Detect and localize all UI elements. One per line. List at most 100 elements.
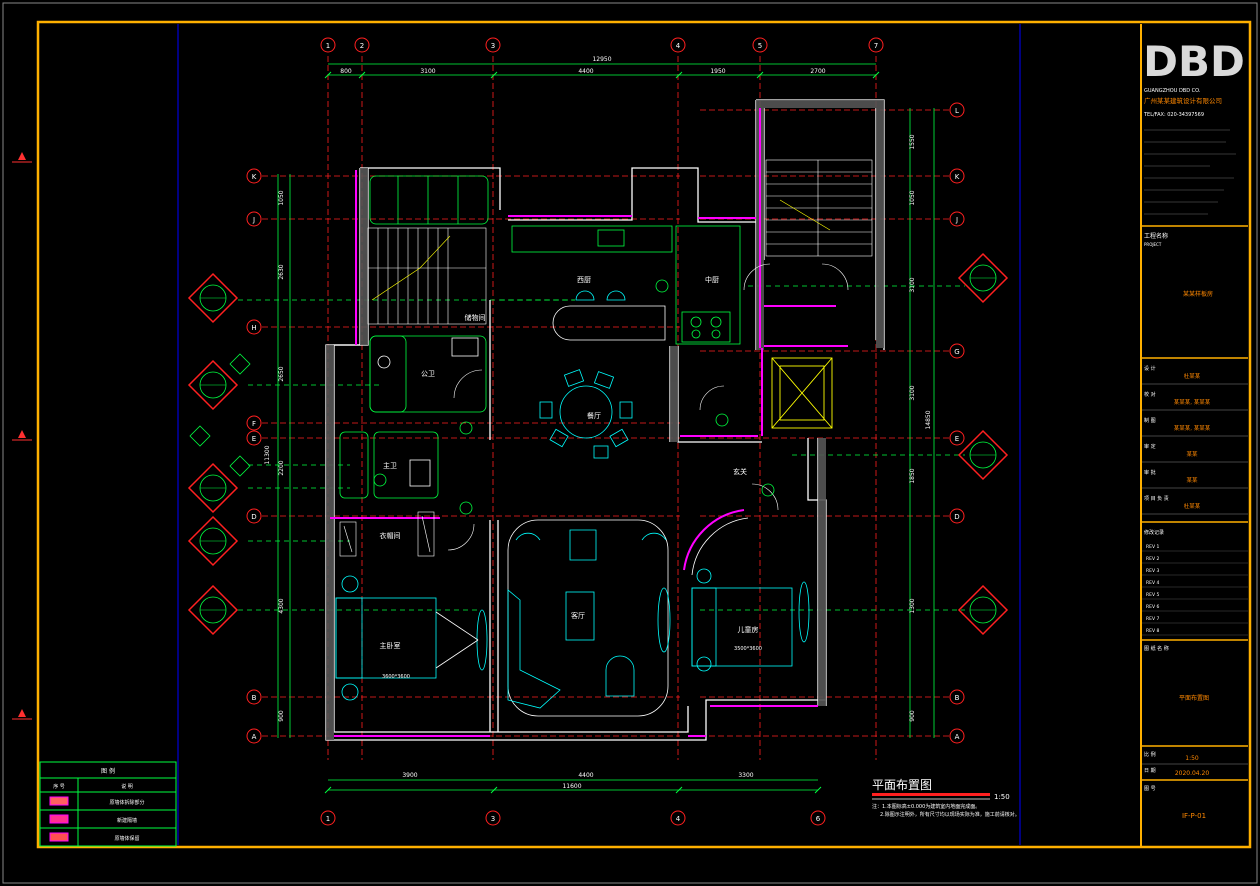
bubble-row-right-label-E: E [955,435,959,443]
section-markers-left [12,152,32,720]
company-cn: 广州某某建筑设计有限公司 [1144,96,1222,105]
label-cloakroom: 衣帽间 [380,531,401,540]
bubble-colb-label-3: 3 [491,815,495,823]
drawing-scale: 1:50 [994,793,1010,801]
dimension-texts: 12950 800 3100 4400 1950 2700 3900 4400 … [340,56,826,790]
bubble-colb-label-1: 1 [326,815,330,823]
bubble-row-right-E [949,430,965,446]
bubble-colb-1 [320,810,336,826]
tb-label-approve: 审 批 [1144,469,1156,476]
bathrooms [339,335,487,499]
tb-label-leader: 项 目 负 责 [1144,495,1169,502]
bubble-col-2 [354,37,370,53]
kitchen-counter [511,225,741,345]
bubble-row-left-D [246,508,262,524]
dim-right-2: 1050 [909,190,916,205]
dim-right-5: 1850 [909,468,916,483]
drawing-name: 平面布置图 [1179,694,1209,702]
elevation-lines [238,285,965,611]
legend: 图 例 序 号 说 明 原墙体拆除部分 新建隔墙 原墙体保留 [39,761,177,847]
legend-swatch-1 [49,796,69,806]
bubble-row-left-label-E: E [252,435,256,443]
bubble-row-left-B [246,689,262,705]
tb-value-designer: 杜某某 [1184,372,1201,380]
bubble-row-right-label-K: K [955,173,960,181]
dim-left-6: 900 [278,710,285,722]
company-logo: DBD [1143,37,1245,86]
drawing-title-block: 平面布置图 1:50 注：1.本图标高±0.000为建筑室内地面完成面。 2.除… [872,778,1020,818]
bubble-row-left-label-H: H [251,324,256,332]
tb-label-checker: 校 对 [1144,391,1156,398]
small-index-1 [229,353,251,375]
legend-title: 图 例 [101,767,115,775]
bubble-row-right-label-L: L [955,107,959,115]
bubble-col-label-1: 1 [326,42,330,50]
tb-label-audit: 审 定 [1144,443,1156,450]
elevation-diamond-5 [187,584,239,636]
legend-swatch-2 [49,814,69,824]
revision-label: 修改记录 [1144,529,1164,536]
kitchen-island [552,290,666,341]
dim-bottom-total: 11600 [562,783,581,790]
bubble-row-right-K [949,168,965,184]
bubble-row-left-H [246,319,262,335]
legend-row-2: 新建隔墙 [117,817,137,824]
bubble-row-right-G [949,343,965,359]
bubble-colb-label-6: 6 [816,815,821,823]
project-label: 工程名称 [1144,232,1168,240]
bubble-col-5 [752,37,768,53]
dim-right-1: 1550 [909,134,916,149]
revision-row-1: REV 1 [1146,544,1159,550]
revision-row-8: REV 8 [1146,628,1159,634]
dim-top-3: 4400 [578,68,593,75]
bubble-row-left-K [246,168,262,184]
bubble-colb-6 [810,810,826,826]
label-size-second: 3500*3600 [734,646,762,652]
small-index-3 [229,455,251,477]
dim-bottom-1: 3900 [402,772,417,779]
bubble-row-right-D [949,508,965,524]
project-label-en: PROJECT [1144,242,1162,247]
elevation-diamond-7 [957,429,1009,481]
bubble-row-left-label-A: A [252,733,257,741]
bubble-colb-4 [670,810,686,826]
elevation-diamond-3 [187,462,239,514]
dimension-ticks [324,71,880,794]
tb-label-drafter: 制 图 [1144,417,1156,424]
bubble-row-right-L [949,102,965,118]
drawing-title: 平面布置图 [872,778,932,792]
revision-row-5: REV 5 [1146,592,1159,598]
label-master-bath: 主卫 [383,461,397,470]
label-dining: 餐厅 [587,411,601,420]
tb-value-checker: 某某某, 某某某 [1174,399,1211,406]
dim-right-7: 900 [909,710,916,722]
dim-left-total: 11300 [264,445,271,464]
label-master-bedroom: 主卧室 [380,641,401,650]
dim-left-3: 2650 [278,366,285,381]
drawing-note-1: 注：1.本图标高±0.000为建筑室内地面完成面。 [872,803,980,810]
new-partitions [330,108,848,737]
drawing-note-2: 2.除图示注明外，所有尺寸均以现场实际为准，施工前请核对。 [880,811,1020,818]
bubble-row-left-label-D: D [251,513,256,521]
dim-top-5: 2700 [810,68,825,75]
label-entrance: 玄关 [733,467,747,476]
dim-bottom-2: 4400 [578,772,593,779]
legend-col-code: 序 号 [53,783,65,790]
dimension-texts-vertical: 11300 1050 2630 2650 2200 4300 900 14850… [264,134,932,722]
bubble-row-left-label-B: B [252,694,257,702]
tb-value-audit: 某某 [1186,451,1198,458]
elevation-diamond-8 [957,584,1009,636]
revision-row-3: REV 3 [1146,568,1159,574]
drawing-no: IF-P-01 [1182,812,1206,820]
company-tel: TEL/FAX: 020-34397569 [1143,112,1204,118]
legend-row-3: 原墙体保留 [114,835,139,842]
scale-label: 比 例 [1144,751,1156,758]
doors [447,263,849,551]
bubble-col-label-5: 5 [758,42,762,50]
elevator [771,357,833,429]
dim-top-4: 1950 [710,68,725,75]
bubble-row-left-label-J: J [252,216,255,224]
